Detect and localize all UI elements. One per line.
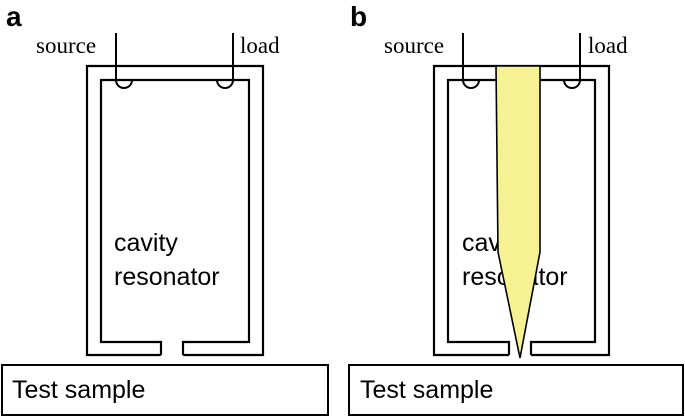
panel-a: a source load cavity resonator Test samp… — [1, 1, 329, 416]
panel-b-source-label: source — [384, 33, 444, 58]
panel-a-cavity-text-line2: resonator — [114, 263, 220, 291]
panel-a-load-label: load — [240, 33, 280, 58]
panel-b-load-label: load — [588, 33, 628, 58]
panel-b-load-loop — [563, 79, 581, 89]
panel-a-source-loop — [115, 79, 133, 89]
panel-a-test-sample-label: Test sample — [12, 376, 145, 404]
panel-b-test-sample-label: Test sample — [360, 376, 493, 404]
panel-a-cavity-inner-wall — [99, 78, 251, 355]
panel-a-test-sample — [1, 364, 329, 416]
panel-a-load-loop — [216, 79, 234, 89]
panel-b-label: b — [350, 1, 367, 32]
panel-a-cavity-outer-wall — [85, 64, 265, 357]
panel-b-source-loop — [462, 79, 480, 89]
panel-b-tapered-probe — [495, 65, 541, 359]
panel-a-cavity-text-line1: cavity — [114, 229, 178, 257]
panel-a-source-label: source — [36, 33, 96, 58]
panel-a-label: a — [6, 1, 22, 32]
panel-b: b source load cavity resonator Test samp… — [348, 1, 684, 416]
panel-b-test-sample — [348, 364, 684, 416]
